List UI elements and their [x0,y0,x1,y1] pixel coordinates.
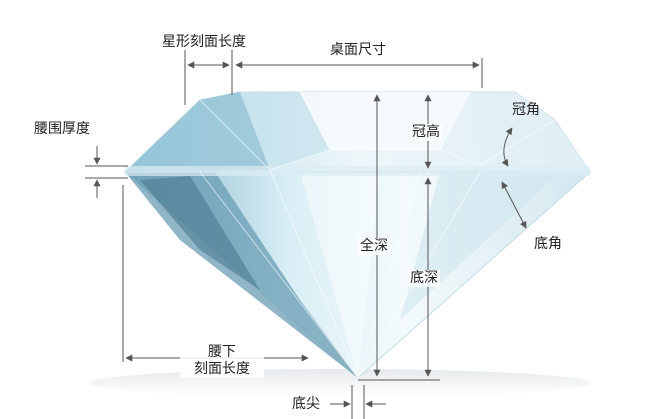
label-girdle-thickness: 腰围厚度 [34,121,90,137]
floor-shadow [90,369,590,397]
crown-angle-arc [501,127,513,167]
girdle-band [125,166,590,176]
pavilion-angle-arc [501,181,527,229]
label-crown-angle: 冠角 [512,102,540,118]
crown-left-facet [125,92,270,172]
label-lower-girdle-line2: 刻面长度 [194,360,250,377]
label-table-size: 桌面尺寸 [330,42,386,58]
label-pavilion-angle: 底角 [534,236,562,252]
pavilion-shadow-facet [140,176,260,290]
label-culet: 底尖 [292,396,320,412]
crown-right-facet [470,92,590,172]
label-total-depth: 全深 [358,238,390,255]
label-pavilion-depth: 底深 [408,270,440,287]
crown-star-facet [240,92,330,170]
label-lower-girdle-facet: 腰下 刻面长度 [180,344,264,378]
label-crown-height: 冠高 [410,124,442,141]
pavilion-highlight-facet [300,172,380,378]
label-lower-girdle-line1: 腰下 [208,344,236,360]
measurement-lines [85,50,527,419]
label-star-facet-length: 星形刻面长度 [162,34,246,50]
facet-lines [199,91,556,379]
